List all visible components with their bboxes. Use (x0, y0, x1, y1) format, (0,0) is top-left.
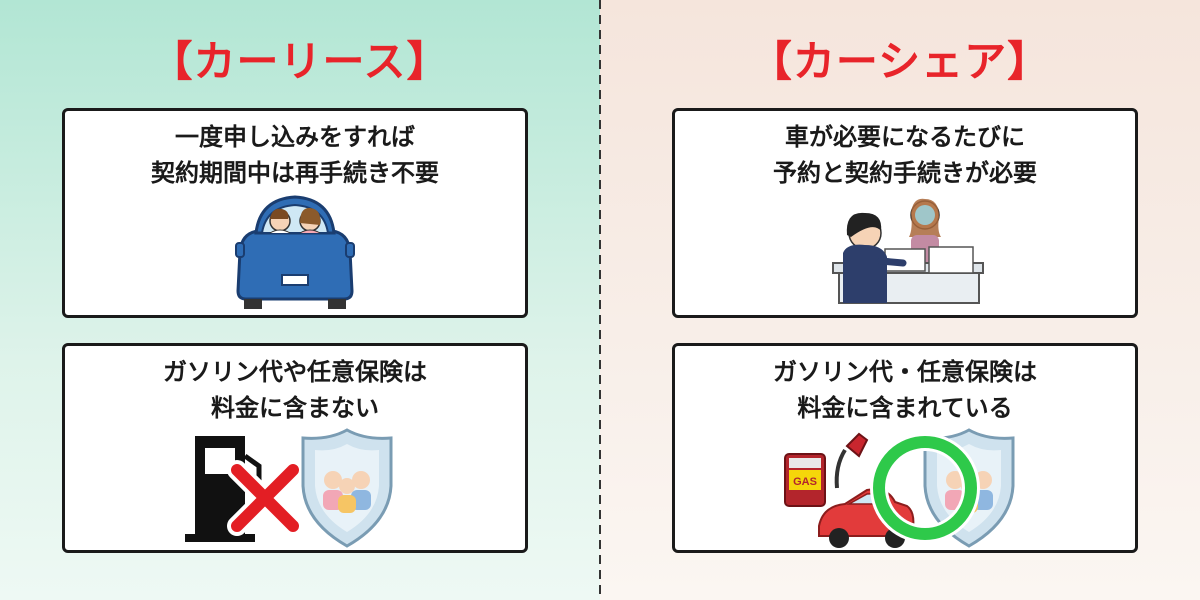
cross-mark-icon (227, 460, 303, 536)
share-booking-line1: 車が必要になるたびに (785, 123, 1025, 151)
gas-sign-text: GAS (793, 476, 817, 488)
share-cost-text: ガソリン代・任意保険は 料金に含まれている (675, 354, 1135, 426)
car-lease-title: 【カーリース】 (150, 37, 450, 86)
share-cost-card: ガソリン代・任意保険は 料金に含まれている GAS (672, 343, 1138, 553)
car-share-title: 【カーシェア】 (749, 37, 1051, 86)
lease-renewal-card: 一度申し込みをすれば 契約期間中は再手続き不要 (62, 108, 528, 318)
lease-cost-card: ガソリン代や任意保険は 料金に含まない (62, 343, 528, 553)
gas-can-icon: GAS (784, 453, 826, 507)
gas-nozzle-icon (834, 432, 869, 489)
lease-renewal-line1: 一度申し込みをすれば (175, 123, 415, 151)
car-with-couple-illustration (65, 191, 525, 315)
share-booking-card: 車が必要になるたびに 予約と契約手続きが必要 (672, 108, 1138, 318)
circle-mark-icon (870, 433, 980, 543)
lease-renewal-text: 一度申し込みをすれば 契約期間中は再手続き不要 (65, 119, 525, 191)
car-lease-panel: 【カーリース】 一度申し込みをすれば 契約期間中は再手続き不要 (0, 0, 600, 600)
car-share-panel: 【カーシェア】 車が必要になるたびに 予約と契約手続きが必要 (600, 0, 1200, 600)
insurance-shield-icon (301, 428, 393, 548)
lease-cost-line2: 料金に含まない (211, 394, 379, 422)
center-divider (599, 0, 601, 600)
share-booking-line2: 予約と契約手続きが必要 (773, 159, 1037, 187)
share-cost-line2: 料金に含まれている (797, 394, 1013, 422)
share-cost-line1: ガソリン代・任意保険は (773, 358, 1037, 386)
lease-cost-line1: ガソリン代や任意保険は (163, 358, 427, 386)
share-booking-text: 車が必要になるたびに 予約と契約手続きが必要 (675, 119, 1135, 191)
rental-counter-illustration (675, 191, 1135, 315)
lease-renewal-line2: 契約期間中は再手続き不要 (151, 159, 439, 187)
lease-cost-text: ガソリン代や任意保険は 料金に含まない (65, 354, 525, 426)
